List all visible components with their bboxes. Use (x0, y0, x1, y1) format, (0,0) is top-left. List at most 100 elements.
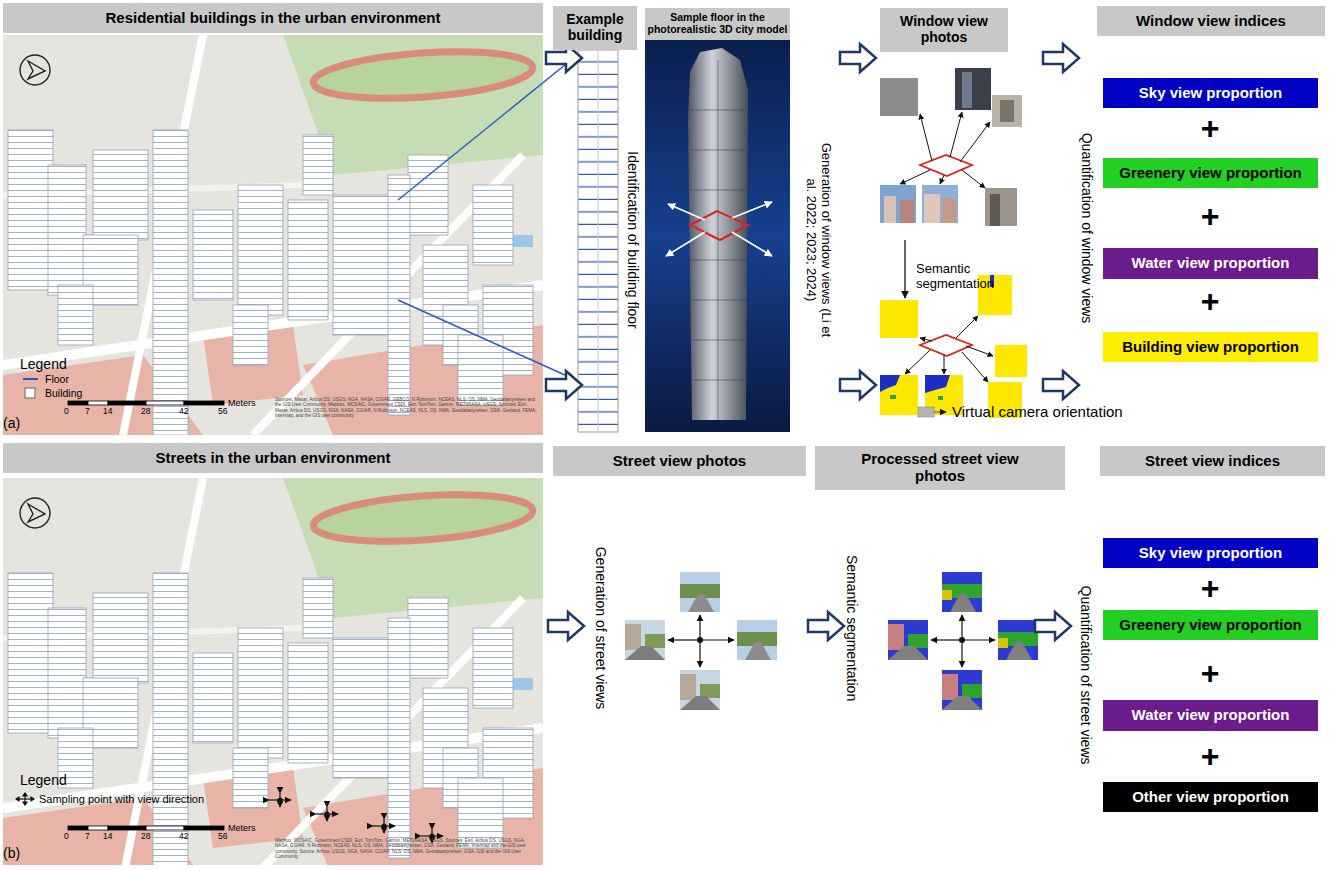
window-view-photos (918, 407, 934, 417)
scale-bar (108, 401, 146, 405)
process-arrow (808, 612, 844, 640)
city-model-render (666, 232, 705, 256)
header-band: Window view photos (880, 8, 1008, 52)
node-text: Building view proportion (1122, 339, 1299, 356)
panel-letter: (a) (3, 415, 20, 431)
window-view-photos (995, 345, 1027, 377)
legend-sample (14, 792, 36, 806)
node-text: Window view indices (1136, 13, 1286, 30)
city-map-b (3, 478, 543, 865)
header-band: Residential buildings in the urban envir… (3, 3, 543, 33)
city-model-render (690, 380, 747, 381)
scale-number: 7 (85, 407, 90, 417)
window-view-photos (944, 355, 945, 374)
node-text: Greenery view proportion (1119, 165, 1302, 182)
city-model-render (690, 190, 747, 191)
scale-number: 14 (103, 832, 112, 842)
index-box: Greenery view proportion (1103, 158, 1318, 188)
city-map-a (3, 35, 543, 435)
scale-bar (88, 401, 108, 405)
scale-number: 28 (141, 832, 150, 842)
processed-street-view-photos (959, 637, 965, 643)
window-view-photos (880, 78, 918, 116)
window-view-photos (880, 300, 918, 338)
legend-note: Virtual camera orientation (952, 403, 1123, 420)
window-view-photos (905, 316, 993, 382)
window-view-photos (920, 114, 932, 161)
processed-street-view-photos (961, 640, 962, 667)
window-view-photos (940, 175, 944, 184)
node-text: Sky view proportion (1139, 85, 1282, 102)
window-view-photos (920, 335, 972, 356)
process-label: Semantic segmentation (916, 262, 996, 292)
window-view-photos (955, 68, 991, 110)
node-text: Water view proportion (1132, 707, 1290, 724)
plus-sign: + (1190, 738, 1230, 775)
building-leader-lines (398, 56, 576, 380)
node-text: Greenery view proportion (1119, 617, 1302, 634)
window-view-photos (880, 375, 918, 415)
example-building (578, 50, 618, 432)
window-view-photos (938, 396, 943, 400)
scale-number: 0 (64, 407, 69, 417)
processed-street-view-photos (961, 615, 962, 640)
processed-street-view-photos (888, 620, 928, 660)
legend-heading: Legend (20, 772, 67, 788)
window-view-photos (924, 194, 940, 223)
process-label: Semantic segmentation (844, 478, 860, 778)
street-view-photos (699, 640, 700, 667)
legend-line-sample (23, 378, 38, 380)
city-model-render (666, 202, 772, 256)
building-leader-lines (398, 300, 576, 380)
street-view-photos (625, 572, 777, 710)
window-view-photos (900, 112, 990, 188)
plus-sign: + (1190, 283, 1230, 320)
legend-cross-sample (16, 793, 34, 805)
scale-bar (184, 401, 224, 405)
header-band: Street view indices (1100, 446, 1325, 476)
city-model-render (645, 40, 790, 432)
node-text: Water view proportion (1132, 255, 1290, 272)
sampling-points (269, 793, 443, 843)
scale-number: 42 (179, 832, 188, 842)
plus-sign: + (1190, 198, 1230, 235)
scale-unit: Meters (228, 823, 256, 833)
node-text: Sample floor in the photorealistic 3D ci… (647, 12, 788, 36)
city-model-render (690, 60, 747, 420)
process-arrow (840, 371, 876, 399)
plus-sign: + (1190, 110, 1230, 147)
process-arrow (546, 371, 582, 399)
processed-street-view-photos (942, 670, 982, 710)
scale-bar (146, 401, 184, 405)
node-text: Residential buildings in the urban envir… (105, 10, 440, 27)
node-text: Sky view proportion (1139, 545, 1282, 562)
index-box: Sky view proportion (1103, 538, 1318, 568)
building-leader-lines (398, 56, 576, 200)
panel-letter: (b) (3, 845, 20, 861)
window-view-photos (904, 240, 905, 298)
window-view-photos (900, 170, 930, 184)
legend-sample (20, 372, 42, 386)
window-view-photos (890, 395, 896, 399)
node-text: Processed street view photos (845, 451, 1035, 485)
process-label: Quantification of street views (1078, 525, 1094, 825)
process-arrow (840, 44, 876, 72)
process-label: Generation of street views (593, 478, 609, 778)
legend-sample (20, 386, 42, 400)
street-view-photos (668, 615, 734, 667)
sampling-points (316, 807, 338, 821)
index-box: Building view proportion (1103, 332, 1318, 362)
scale-number: 28 (141, 407, 150, 417)
processed-street-view-photos (931, 615, 995, 667)
sampling-points (373, 819, 395, 833)
node-text: Window view photos (886, 14, 1002, 45)
processed-street-view-photos (942, 572, 982, 612)
node-text: Street view indices (1145, 453, 1280, 470)
processed-street-view-photos (962, 639, 995, 640)
process-arrow (548, 612, 584, 640)
city-map-b (3, 478, 543, 865)
street-view-photos (668, 639, 700, 640)
city-model-render (732, 232, 772, 256)
